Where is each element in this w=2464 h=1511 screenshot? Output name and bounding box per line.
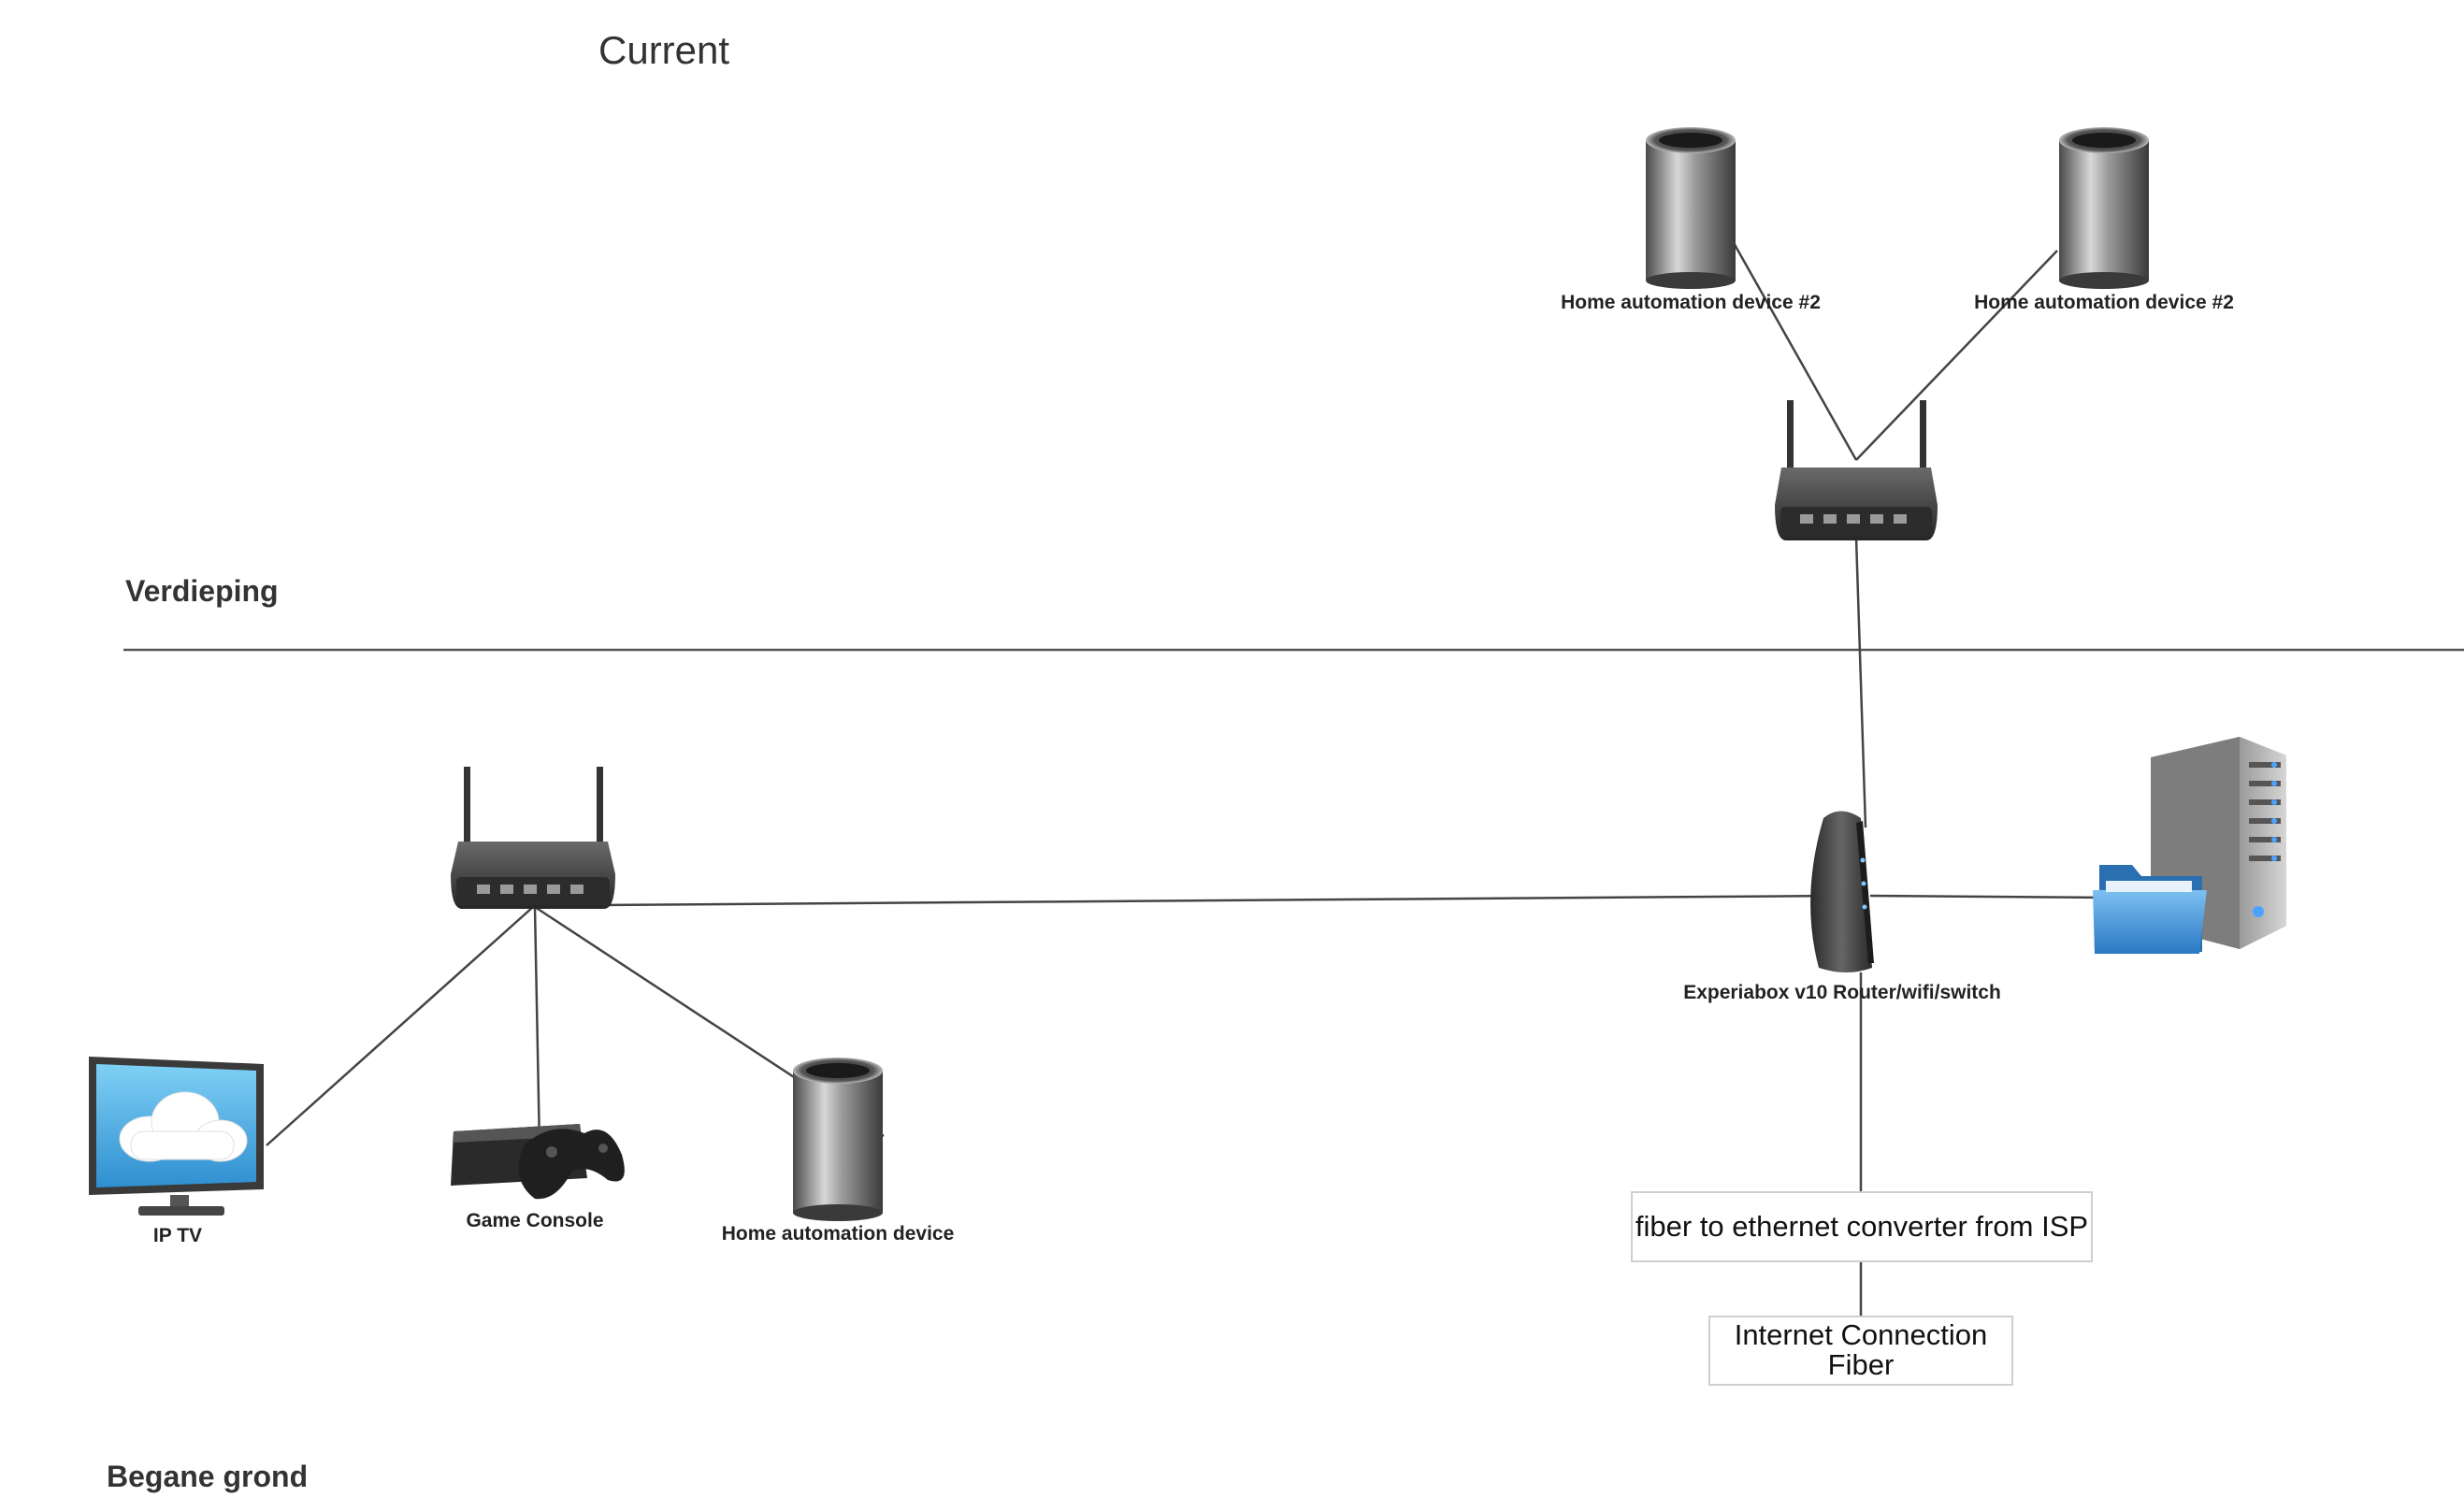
game-console[interactable]: Game Console [451, 1124, 625, 1231]
fiber-converter-box[interactable]: fiber to ethernet converter from ISP [1631, 1191, 2093, 1262]
cloud-tv-icon [89, 1057, 264, 1216]
wire-router-tv [266, 906, 534, 1146]
router-upper[interactable] [1775, 400, 1938, 540]
wire-router-console [533, 906, 541, 1149]
box-label: fiber to ethernet converter from ISP [1635, 1210, 2088, 1243]
device-label: Home automation device [722, 1223, 955, 1245]
wire-upper-router-experiabox [1854, 537, 1867, 828]
ip-tv[interactable]: IP TV [89, 1057, 264, 1246]
device-label: Game Console [466, 1210, 603, 1231]
internet-connection-box[interactable]: Internet Connection Fiber [1708, 1316, 2013, 1386]
floor-label-upper: Verdieping [125, 574, 279, 608]
cylinder-server-icon [1646, 127, 1736, 289]
device-label: IP TV [153, 1225, 202, 1246]
device-label: Experiabox v10 Router/wifi/switch [1683, 982, 2001, 1003]
diagram-title: Current [598, 28, 729, 72]
floor-label-ground: Begane grond [107, 1460, 308, 1493]
device-label: Home automation device #2 [1561, 292, 1821, 313]
cylinder-server-icon [793, 1058, 883, 1221]
box-label-line1: Internet Connection [1735, 1318, 1988, 1351]
home-automation-upper-left[interactable]: Home automation device #2 [1561, 127, 1821, 313]
home-automation-ground[interactable]: Home automation device [722, 1058, 955, 1245]
device-label: Home automation device #2 [1974, 292, 2234, 313]
wireless-router-icon [1775, 400, 1938, 540]
experiabox-router[interactable]: Experiabox v10 Router/wifi/switch [1683, 811, 2001, 1004]
wire-experiabox-server [1869, 894, 2112, 899]
box-label-line2: Fiber [1828, 1348, 1895, 1381]
wire-upper-left-device [1731, 240, 1858, 461]
folder-icon [2093, 865, 2207, 954]
wireless-router-icon [451, 767, 615, 909]
modem-router-icon [1810, 811, 1874, 972]
wire-ground-router-experiabox [598, 894, 1838, 907]
game-console-icon [451, 1124, 625, 1200]
home-automation-upper-right[interactable]: Home automation device #2 [1974, 127, 2234, 313]
wire-upper-right-device [1855, 250, 2058, 461]
router-ground[interactable] [451, 767, 615, 909]
file-server[interactable] [2093, 737, 2286, 954]
cylinder-server-icon [2059, 127, 2149, 289]
